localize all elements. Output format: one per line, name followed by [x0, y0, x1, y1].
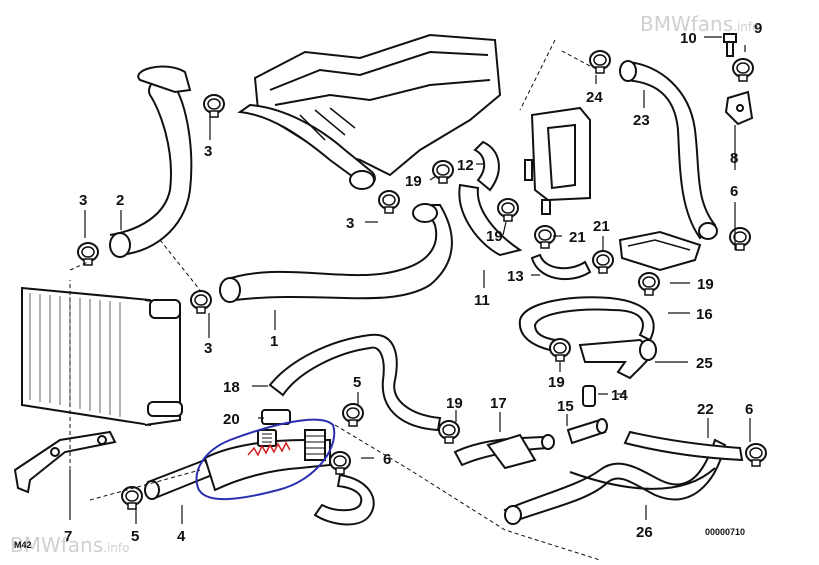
bolt-10 — [723, 33, 737, 57]
hose-13 — [530, 253, 592, 281]
pipe-25 — [578, 338, 657, 380]
callout-14: 14 — [611, 387, 628, 404]
hose-26 — [503, 438, 727, 525]
callout-20: 20 — [223, 411, 240, 428]
watermark-top: BMWfans.info — [640, 12, 759, 36]
callout-11: 11 — [474, 292, 490, 309]
callout-7: 7 — [64, 528, 72, 545]
highlight-circle — [195, 418, 336, 501]
callout-12: 12 — [457, 157, 474, 174]
callout-19-b: 19 — [486, 228, 503, 245]
callout-1: 1 — [270, 333, 278, 350]
pipe-17 — [453, 433, 555, 470]
callout-2: 2 — [116, 192, 124, 209]
callout-15: 15 — [557, 398, 574, 415]
callout-5-bottom: 5 — [131, 528, 139, 545]
diagram-code: 00000710 — [705, 527, 745, 537]
watermark-bottom-suffix: .info — [103, 541, 130, 555]
engine-code: M42 — [14, 540, 32, 550]
mount-8 — [724, 90, 754, 126]
callout-8: 8 — [730, 150, 738, 167]
intake-manifold — [237, 33, 502, 190]
radiator — [21, 286, 183, 427]
mounting-bracket — [13, 430, 117, 494]
hose-6-bottom — [313, 473, 375, 526]
callout-labels: 10 9 24 23 8 6 3 3 2 3 19 12 19 21 21 13… — [64, 20, 762, 545]
hose-23 — [619, 60, 718, 240]
callout-22: 22 — [697, 401, 714, 418]
watermark-top-suffix: .info — [733, 20, 760, 34]
hose-11 — [458, 140, 523, 257]
leader-lines — [69, 36, 751, 524]
assembly-dashes — [69, 39, 601, 561]
callout-24: 24 — [586, 89, 603, 106]
callout-19-d: 19 — [548, 374, 565, 391]
callout-3-mid: 3 — [346, 215, 354, 232]
callout-21-a: 21 — [569, 229, 586, 246]
hose-2 — [109, 65, 193, 258]
watermark-bottom-brand: BMWfans — [10, 533, 104, 557]
callout-17: 17 — [490, 395, 507, 412]
callout-19-c: 19 — [697, 276, 714, 293]
thermostat-housing — [203, 409, 331, 492]
callout-6-bottom: 6 — [383, 451, 391, 468]
callout-3-bottom: 3 — [204, 340, 212, 357]
highlight-scribble — [247, 441, 291, 457]
callout-19-a: 19 — [405, 173, 422, 190]
expansion-tank — [524, 106, 591, 215]
callout-6-top: 6 — [730, 183, 738, 200]
callout-5-mid: 5 — [353, 374, 361, 391]
callout-4: 4 — [177, 528, 186, 545]
callout-23: 23 — [633, 112, 650, 129]
watermark-bottom: BMWfans.info — [10, 533, 129, 557]
callout-13: 13 — [507, 268, 524, 285]
callout-3-left: 3 — [79, 192, 87, 209]
callout-21-b: 21 — [593, 218, 610, 235]
callout-10: 10 — [680, 30, 697, 47]
hose-1 — [219, 203, 453, 303]
bracket-part — [618, 230, 702, 272]
pipe-15 — [566, 385, 608, 445]
watermark-top-brand: BMWfans — [640, 12, 734, 36]
callout-25: 25 — [696, 355, 713, 372]
hose-22 — [623, 430, 744, 462]
callout-6-right: 6 — [745, 401, 753, 418]
callout-9: 9 — [754, 20, 762, 37]
callout-16: 16 — [696, 306, 713, 323]
callout-19-e: 19 — [446, 395, 463, 412]
callout-26: 26 — [636, 524, 653, 541]
callout-3-top: 3 — [204, 143, 212, 160]
callout-18: 18 — [223, 379, 240, 396]
